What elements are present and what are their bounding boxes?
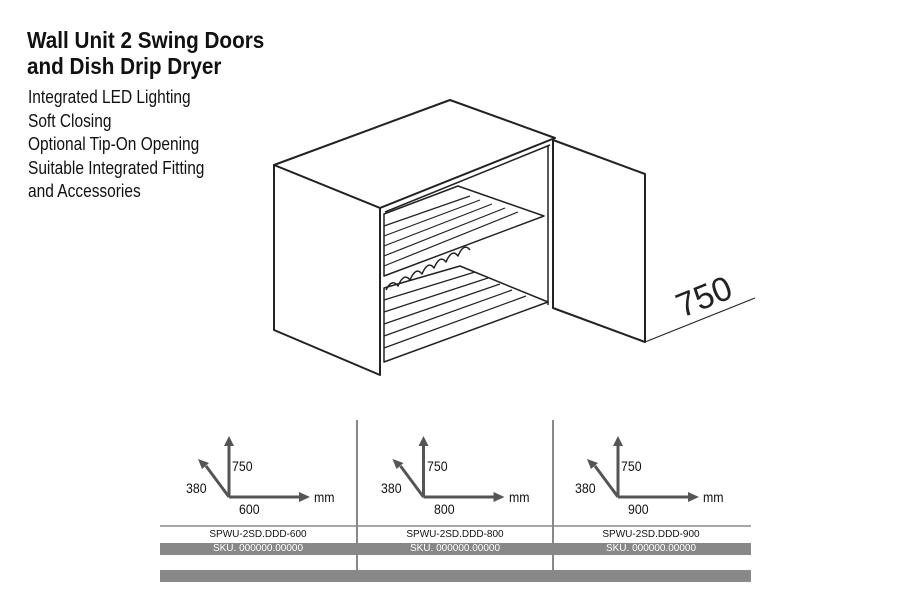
- feature-list: Integrated LED Lighting Soft Closing Opt…: [28, 86, 204, 204]
- title-line-2: and Dish Drip Dryer: [27, 53, 222, 79]
- height-dimension-label: 750: [671, 269, 738, 325]
- arrow-right-icon: [493, 492, 505, 502]
- sku-code: SKU. 000000.00000: [409, 543, 501, 554]
- unit-label: mm: [703, 489, 724, 505]
- model-code: SPWU-2SD.DDD-600: [209, 529, 307, 540]
- product-title: Wall Unit 2 Swing Doors and Dish Drip Dr…: [27, 27, 264, 79]
- model-code: SPWU-2SD.DDD-900: [602, 529, 700, 540]
- sku-code: SKU. 000000.00000: [605, 543, 697, 554]
- feature-item: Optional Tip-On Opening: [28, 134, 200, 154]
- arrow-up-icon: [418, 436, 429, 446]
- width-label: 800: [433, 501, 455, 517]
- depth-axis: [399, 465, 425, 498]
- feature-item: Integrated LED Lighting: [28, 87, 191, 107]
- unit-label: mm: [508, 489, 530, 505]
- sku-code: SKU. 000000.00000: [212, 543, 304, 554]
- height-label: 750: [232, 458, 253, 474]
- feature-item: Soft Closing: [28, 110, 112, 131]
- depth-label: 380: [575, 480, 596, 496]
- arrow-up-icon: [613, 436, 623, 446]
- depth-label: 380: [380, 480, 402, 496]
- unit-label: mm: [314, 489, 335, 505]
- depth-label: 380: [186, 480, 207, 496]
- sku-band: [160, 543, 751, 555]
- depth-axis: [593, 465, 620, 498]
- arrow-right-icon: [299, 492, 310, 502]
- arrow-up-icon: [224, 436, 234, 446]
- height-label: 750: [621, 458, 642, 474]
- model-code: SPWU-2SD.DDD-800: [406, 529, 504, 540]
- depth-axis: [204, 465, 231, 498]
- arrow-diagonal-icon: [392, 459, 404, 469]
- arrow-diagonal-icon: [198, 459, 209, 469]
- feature-item: and Accessories: [28, 181, 141, 201]
- title-line-1: Wall Unit 2 Swing Doors: [27, 27, 265, 53]
- feature-item: Suitable Integrated Fitting: [28, 157, 205, 178]
- footer-band: [160, 570, 751, 582]
- width-label: 600: [239, 501, 260, 517]
- height-label: 750: [426, 458, 448, 474]
- width-label: 900: [628, 501, 649, 517]
- arrow-diagonal-icon: [587, 459, 598, 469]
- arrow-right-icon: [688, 492, 699, 502]
